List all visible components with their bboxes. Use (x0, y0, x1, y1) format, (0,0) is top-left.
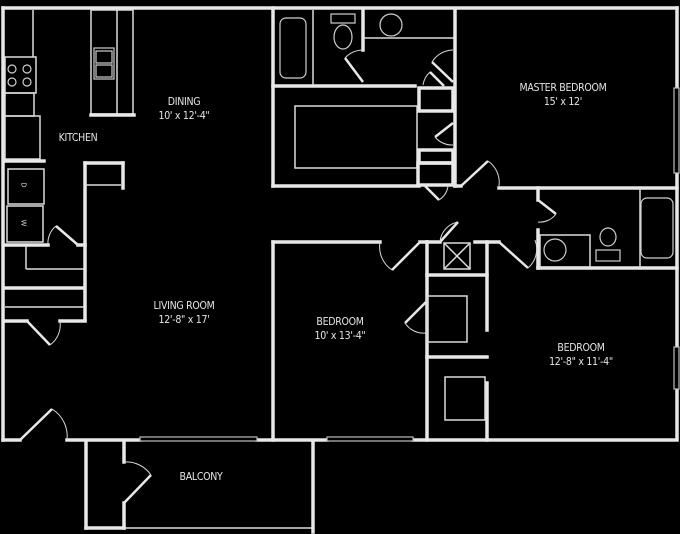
entry-door (19, 408, 68, 441)
exterior-walls (1, 6, 679, 442)
room-label-bedroom-3: BEDROOM 12'-8" x 11'-4" (549, 341, 613, 369)
room-size: 12'-8" x 17' (158, 314, 210, 326)
room-label-living-room: LIVING ROOM 12'-8" x 17' (154, 299, 215, 327)
room-name: LIVING ROOM (153, 300, 215, 312)
room-label-bedroom-2: BEDROOM 10' x 13'-4" (315, 315, 366, 343)
bedroom-2-walls (271, 240, 429, 442)
kitchen-fixtures (3, 9, 136, 163)
room-label-kitchen: KITCHEN (59, 131, 98, 145)
room-name: DINING (167, 96, 201, 108)
room-name: KITCHEN (58, 132, 98, 144)
balcony-walls (84, 440, 315, 534)
room-label-master-bedroom: MASTER BEDROOM 15' x 12' (519, 81, 606, 109)
room-size: 10' x 13'-4" (314, 330, 366, 342)
room-label-balcony: BALCONY (180, 470, 223, 484)
room-size: 10' x 12'-4" (158, 110, 210, 122)
windows (139, 87, 680, 442)
second-bath (536, 186, 679, 270)
room-label-dining: DINING 10' x 12'-4" (159, 95, 210, 123)
laundry-area (3, 161, 125, 346)
room-size: 12'-8" x 11'-4" (549, 356, 613, 368)
room-name: MASTER BEDROOM (519, 82, 607, 94)
hall-closets (404, 221, 538, 442)
room-size: 15' x 12' (543, 96, 583, 108)
master-bedroom-walls (424, 160, 679, 201)
room-name: BEDROOM (316, 316, 364, 328)
main-bath (271, 6, 457, 188)
dryer-label: D (19, 182, 28, 188)
washer-label: W (19, 219, 28, 227)
room-name: BEDROOM (557, 342, 605, 354)
room-name: BALCONY (179, 471, 223, 483)
